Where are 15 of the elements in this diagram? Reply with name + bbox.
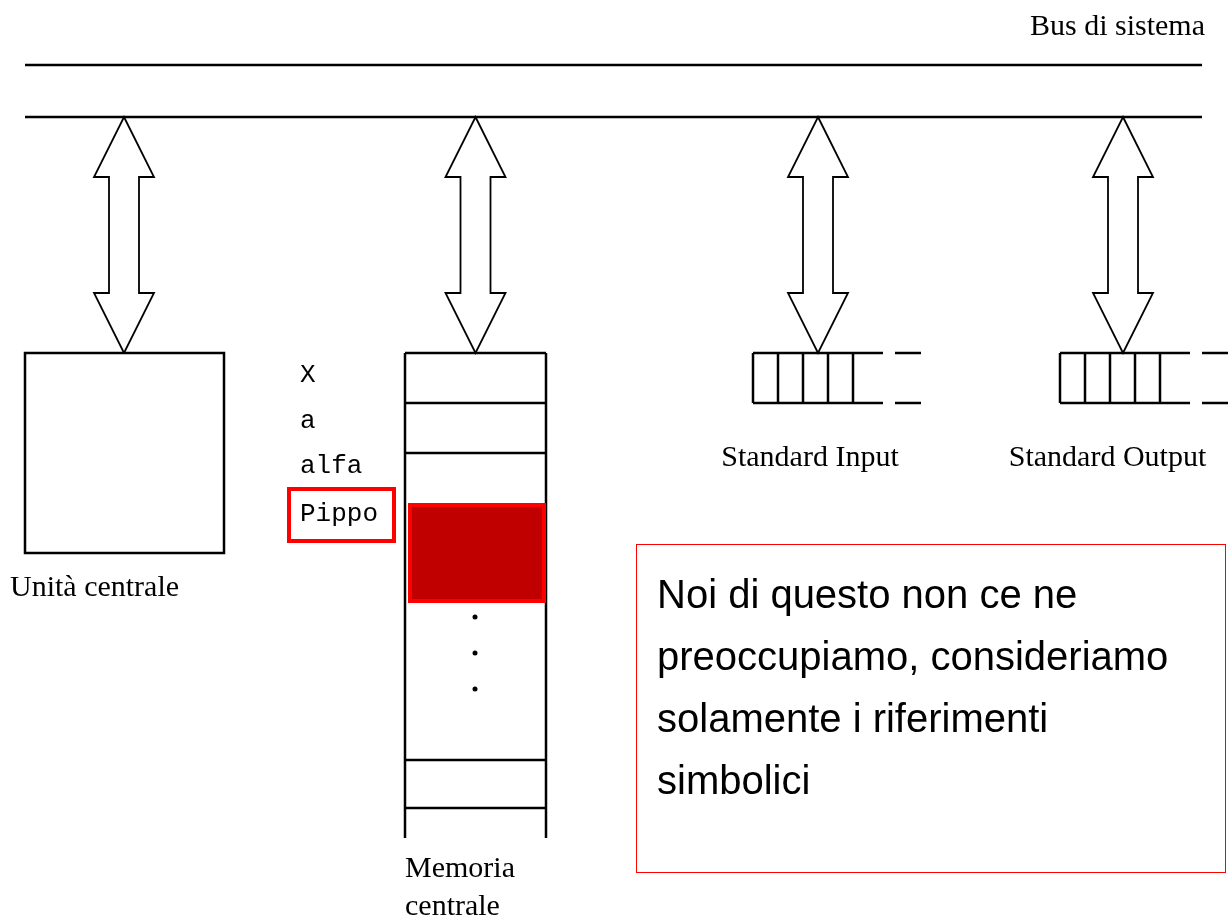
component-label: Standard Output xyxy=(1007,438,1208,474)
bus-label: Bus di sistema xyxy=(1030,7,1205,43)
component-label: Memoria centrale xyxy=(405,849,516,920)
variable-name: X xyxy=(300,360,316,392)
highlighted-variable-name: Pippo xyxy=(287,487,396,543)
variable-name: alfa xyxy=(300,451,363,483)
component-label: Unità centrale xyxy=(10,568,180,604)
variable-name: a xyxy=(300,406,316,438)
note: Noi di questo non ce ne preoccupiamo, consideriamo solamente i riferimenti simbolici xyxy=(636,544,1226,873)
component-label: Standard Input xyxy=(720,438,900,474)
double-arrow xyxy=(1091,115,1155,355)
double-arrow xyxy=(444,115,507,355)
double-arrow xyxy=(786,115,850,355)
memory-cell xyxy=(408,503,546,603)
double-arrow xyxy=(92,115,156,355)
